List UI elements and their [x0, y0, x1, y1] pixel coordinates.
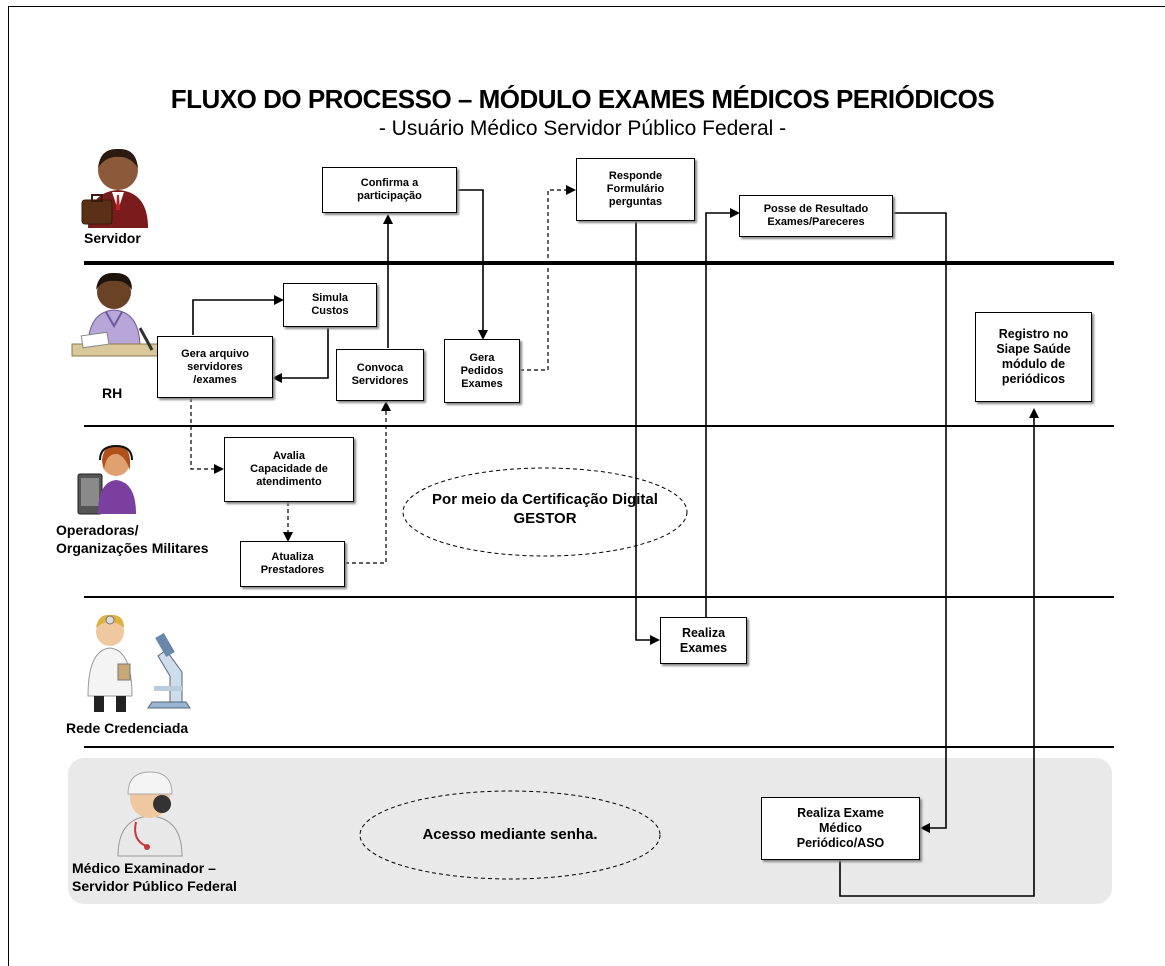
lane-label-operadoras-1: Operadoras/ [56, 522, 139, 538]
medico-lane-background [68, 758, 1112, 904]
lane-label-servidor: Servidor [84, 230, 141, 246]
page-frame [8, 6, 1165, 966]
oval-acesso-senha: Acesso mediante senha. [422, 826, 598, 843]
lane-divider-rede-medico [84, 746, 1114, 748]
lane-divider-rh-operadoras [84, 425, 1114, 427]
diagram-title: FLUXO DO PROCESSO – MÓDULO EXAMES MÉDICO… [170, 84, 995, 114]
lane-label-operadoras-2: Organizações Militares [56, 540, 209, 556]
lane-label-rh: RH [102, 385, 123, 401]
lane-divider-operadoras-rede [84, 596, 1114, 598]
businessman-briefcase-icon [81, 148, 148, 228]
office-worker-desk-icon [71, 272, 159, 357]
lane-divider-servidor-rh [84, 261, 1114, 265]
doctor-microscope-icon [87, 614, 191, 712]
diagram-subtitle: - Usuário Médico Servidor Público Federa… [378, 117, 787, 140]
surgeon-doctor-icon [117, 771, 183, 857]
lane-label-medico-2: Servidor Público Federal [72, 878, 237, 894]
lane-label-rede: Rede Credenciada [66, 720, 189, 736]
call-center-operator-icon [77, 444, 136, 515]
lane-label-medico-1: Médico Examinador – [72, 860, 216, 876]
